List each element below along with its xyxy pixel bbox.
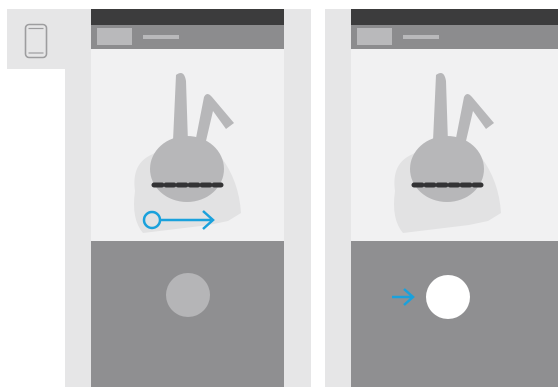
- panel-before: [65, 9, 311, 387]
- header-tab: [357, 28, 392, 45]
- shutter-button-idle: [166, 273, 210, 317]
- image-area: [351, 49, 558, 241]
- shutter-button-active: [426, 275, 470, 319]
- header-title-placeholder: [143, 35, 179, 39]
- phone-screen: [351, 9, 558, 387]
- app-header: [351, 25, 558, 49]
- panel-after: [325, 9, 558, 387]
- bottom-pane: [351, 241, 558, 387]
- status-bar: [91, 9, 284, 25]
- bottom-pane: [91, 241, 284, 387]
- arrow-right-icon: [392, 289, 413, 305]
- image-area: [91, 49, 284, 241]
- rabbit-icon: [394, 73, 501, 233]
- app-header: [91, 25, 284, 49]
- header-title-placeholder: [403, 35, 439, 39]
- rabbit-icon: [134, 73, 241, 233]
- status-bar: [351, 9, 558, 25]
- phone-screen: [91, 9, 284, 387]
- device-badge: [7, 9, 65, 69]
- smartphone-icon: [24, 23, 48, 59]
- header-tab: [97, 28, 132, 45]
